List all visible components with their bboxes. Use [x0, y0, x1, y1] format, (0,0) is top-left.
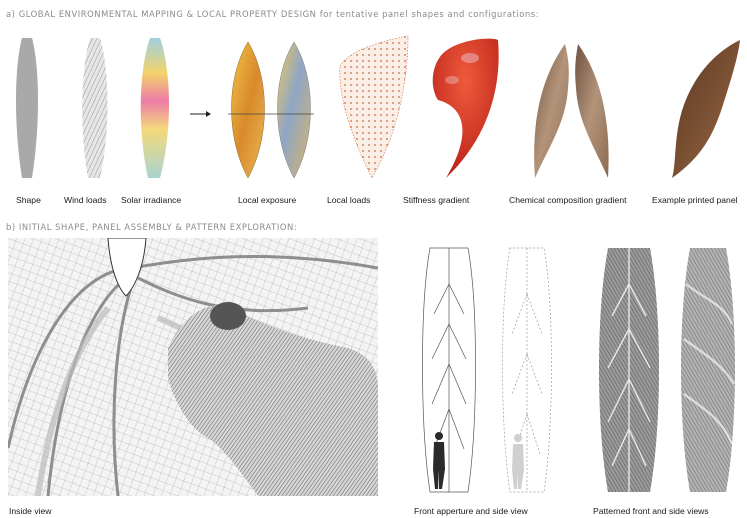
printed-panel-figure: [672, 40, 740, 178]
label-shape: Shape: [16, 195, 41, 205]
patterned-views-figure: [594, 244, 742, 496]
label-front-aperture: Front apperture and side view: [414, 506, 528, 516]
label-local-exposure: Local exposure: [238, 195, 296, 205]
section-a-title-rest: for tentative panel shapes and configura…: [317, 9, 540, 19]
shape-figure: [16, 38, 38, 178]
inside-view-figure: [8, 238, 378, 496]
wind-loads-figure: [82, 38, 107, 178]
label-wind-loads: Wind loads: [64, 195, 107, 205]
label-chemical-gradient: Chemical composition gradient: [509, 195, 627, 205]
arrow-icon: [190, 111, 211, 117]
label-solar-irradiance: Solar irradiance: [121, 195, 181, 205]
local-loads-figure: [340, 36, 408, 178]
label-stiffness-gradient: Stiffness gradient: [403, 195, 469, 205]
label-inside-view: Inside view: [9, 506, 52, 516]
label-example-printed-panel: Example printed panel: [652, 195, 738, 205]
label-local-loads: Local loads: [327, 195, 370, 205]
section-a-title: a) GLOBAL ENVIRONMENTAL MAPPING & LOCAL …: [6, 9, 539, 19]
section-a-title-caps: a) GLOBAL ENVIRONMENTAL MAPPING & LOCAL …: [6, 9, 317, 19]
stiffness-gradient-figure: [433, 39, 499, 178]
label-patterned-views: Patterned front and side views: [593, 506, 709, 516]
section-b-title: b) INITIAL SHAPE, PANEL ASSEMBLY & PATTE…: [6, 222, 297, 232]
front-aperture-figure: [414, 244, 564, 496]
chemical-composition-figure: [534, 44, 608, 178]
local-exposure-figure: [228, 42, 314, 178]
section-a-figures: [0, 28, 747, 198]
solar-irradiance-figure: [141, 38, 169, 178]
person-silhouette-icon: [433, 432, 445, 489]
